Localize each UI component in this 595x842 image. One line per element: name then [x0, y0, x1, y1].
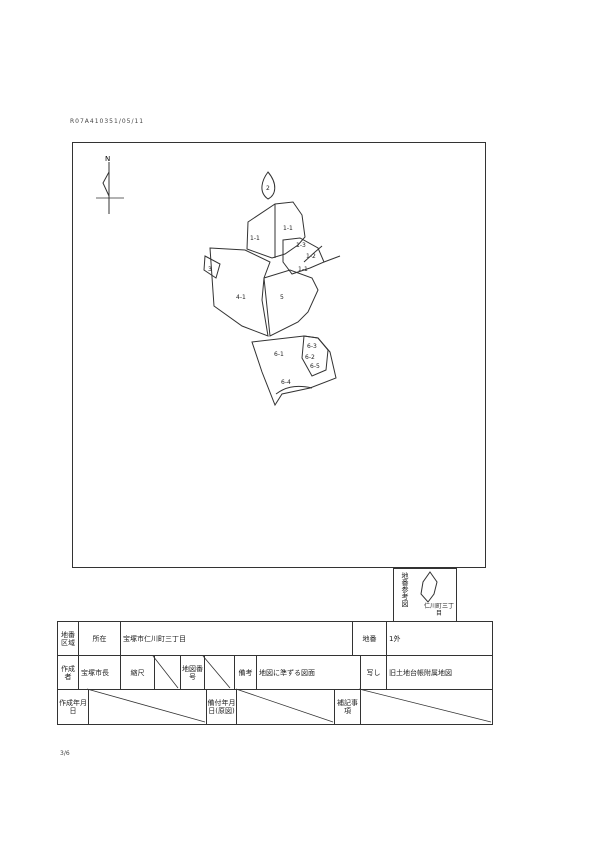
parcel-label: 2: [266, 185, 270, 192]
north-arrow-icon: [96, 162, 124, 214]
parcel-label: 1-1: [250, 235, 260, 242]
parcel-label: 6-2: [305, 354, 315, 361]
lot-number-value: 1外: [386, 622, 492, 655]
parcel-label: 1-1: [283, 225, 293, 232]
parcel-outline: [209, 247, 271, 337]
parcel-label: 6-4: [281, 379, 291, 386]
table-row: 作成者 宝塚市長 縮尺 地図番号 備考 地図に準ずる図面 写し 旧土地台帳附属地…: [58, 656, 492, 690]
header-cell: 補記事項: [334, 690, 360, 724]
header-cell: 縮尺: [120, 656, 154, 689]
parcel-label: 6-1: [274, 351, 284, 358]
parcel-outline: [303, 245, 323, 263]
parcel-outline: [261, 171, 276, 200]
parcel-label: 1-1: [298, 266, 308, 273]
parcel-outline: [203, 255, 221, 279]
page-number: 3/6: [60, 750, 70, 757]
parcel-label: 1-2: [306, 253, 316, 260]
created-date-value: [88, 690, 206, 724]
parcel-outline: [323, 255, 341, 263]
header-cell: 作成年月日: [59, 699, 87, 715]
map-frame: [72, 142, 486, 568]
header-cell: 所在: [78, 622, 120, 655]
parcel-outline: [301, 335, 329, 377]
header-cell: 地番区域: [61, 630, 75, 647]
table-row: 作成年月日 備付年月日(原図) 補記事項: [58, 690, 492, 724]
remarks-value: 地図に準ずる図面: [256, 656, 360, 689]
table-row: 地番区域 所在 宝塚市仁川町三丁目 地番 1外: [58, 622, 492, 656]
header-cell: 備考: [234, 656, 256, 689]
legend-map-icon: [420, 571, 438, 603]
parcel-outline: [282, 237, 325, 275]
location-value: 宝塚市仁川町三丁目: [120, 622, 352, 655]
parcel-label: 5: [280, 294, 284, 301]
supplement-value: [360, 690, 492, 724]
header-cell: 備付年月日(原図): [206, 690, 236, 724]
header-cell: 写し: [360, 656, 386, 689]
parcel-outline: [263, 269, 319, 337]
parcel-outline: [275, 385, 313, 395]
parcel-label: 1-3: [296, 242, 306, 249]
parcel-label: 6-5: [310, 363, 320, 370]
parcel-label: 3: [208, 266, 212, 273]
header-cell: 地図番号: [180, 656, 204, 689]
parcel-label: 4-1: [236, 294, 246, 301]
author-value: 宝塚市長: [78, 656, 120, 689]
legend-label: 地番参考図: [401, 572, 409, 607]
map-number-value: [204, 656, 234, 689]
north-label: N: [105, 155, 110, 163]
installed-date-value: [236, 690, 334, 724]
legend-caption: 仁川町三丁目: [424, 603, 455, 617]
header-cell: 地番: [352, 622, 386, 655]
parcel-outline: [246, 201, 306, 259]
info-table: 地番区域 所在 宝塚市仁川町三丁目 地番 1外 作成者 宝塚市長 縮尺 地図番号…: [57, 621, 493, 725]
parcel-label: 6-3: [307, 343, 317, 350]
document-id: R07A410351/05/11: [70, 118, 145, 125]
copy-value: 旧土地台帳附属地図: [386, 656, 492, 689]
scale-value: [154, 656, 180, 689]
header-cell: 作成者: [61, 664, 75, 681]
parcel-outline: [251, 335, 337, 407]
